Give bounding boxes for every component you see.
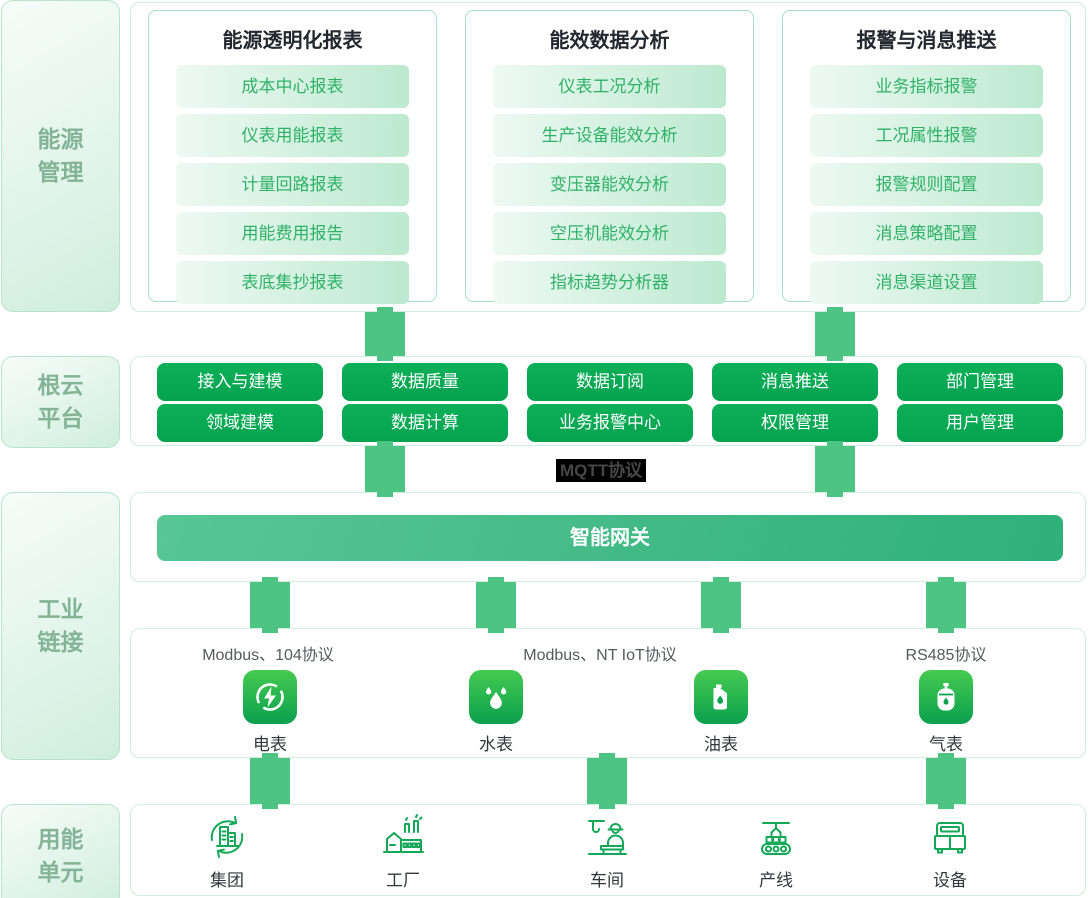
group-title: 能源透明化报表 — [222, 30, 363, 52]
sidebar-item-industrial-link: 工业 链接 — [1, 492, 120, 760]
protocol-label: Modbus、NT IoT协议 — [523, 647, 677, 664]
platform-service-button: 部门管理 — [897, 363, 1063, 401]
report-item: 生产设备能效分析 — [493, 114, 726, 157]
report-item: 计量回路报表 — [176, 163, 409, 206]
connector-bar — [476, 577, 516, 633]
meter-water: 水表 — [469, 670, 523, 755]
connector-bar — [250, 577, 290, 633]
report-item: 表底集抄报表 — [176, 261, 409, 304]
equipment-icon — [925, 812, 975, 862]
report-group-transparency: 能源透明化报表 成本中心报表 仪表用能报表 计量回路报表 用能费用报告 表底集抄… — [148, 10, 437, 304]
sidebar-label-line: 链接 — [37, 629, 84, 655]
report-item: 空压机能效分析 — [493, 212, 726, 255]
workshop-icon — [582, 812, 632, 862]
meter-label: 油表 — [704, 735, 738, 754]
unit-workshop: 车间 — [582, 812, 632, 891]
meter-gas: 气表 — [919, 670, 973, 755]
report-item: 工况属性报警 — [810, 114, 1043, 157]
unit-equipment: 设备 — [925, 812, 975, 891]
connector-bar — [815, 307, 855, 361]
sidebar-label-line: 能源 — [37, 126, 84, 152]
unit-label: 设备 — [933, 871, 967, 890]
sidebar-label-line: 工业 — [37, 596, 84, 622]
connector-bar — [365, 307, 405, 361]
connector-bar — [701, 577, 741, 633]
production-line-icon — [751, 812, 801, 862]
factory-icon — [378, 812, 428, 862]
connector-bar — [926, 753, 966, 809]
mqtt-protocol-tag: MQTT协议 — [556, 459, 647, 482]
connector-bar — [815, 441, 855, 497]
unit-label: 车间 — [590, 871, 624, 890]
report-group-alarm-push: 报警与消息推送 业务指标报警 工况属性报警 报警规则配置 消息策略配置 消息渠道… — [782, 10, 1071, 304]
report-group-analysis: 能效数据分析 仪表工况分析 生产设备能效分析 变压器能效分析 空压机能效分析 指… — [465, 10, 754, 304]
connector-bar — [365, 441, 405, 497]
report-item: 消息策略配置 — [810, 212, 1043, 255]
report-item: 仪表工况分析 — [493, 65, 726, 108]
connector-bar — [926, 577, 966, 633]
report-item: 指标趋势分析器 — [493, 261, 726, 304]
platform-service-button: 接入与建模 — [157, 363, 323, 401]
report-item: 报警规则配置 — [810, 163, 1043, 206]
meter-electric: 电表 — [243, 670, 297, 755]
platform-service-button: 数据计算 — [342, 404, 508, 442]
sidebar-label-line: 管理 — [37, 159, 84, 185]
report-item: 消息渠道设置 — [810, 261, 1043, 304]
protocol-label: RS485协议 — [905, 647, 987, 664]
report-item: 用能费用报告 — [176, 212, 409, 255]
platform-service-button: 数据质量 — [342, 363, 508, 401]
platform-service-button: 领域建模 — [157, 404, 323, 442]
platform-service-button: 业务报警中心 — [527, 404, 693, 442]
unit-group: 集团 — [202, 812, 252, 891]
group-title: 能效数据分析 — [549, 30, 670, 52]
group-title: 报警与消息推送 — [856, 30, 997, 52]
platform-service-button: 数据订阅 — [527, 363, 693, 401]
gas-meter-icon — [919, 670, 973, 724]
sidebar-label-line: 用能 — [37, 826, 84, 852]
unit-production-line: 产线 — [751, 812, 801, 891]
platform-service-button: 权限管理 — [712, 404, 878, 442]
smart-gateway-bar: 智能网关 — [157, 515, 1063, 561]
report-item: 成本中心报表 — [176, 65, 409, 108]
report-item: 业务指标报警 — [810, 65, 1043, 108]
sidebar-item-energy-units: 用能 单元 — [1, 804, 120, 898]
meter-oil: 油表 — [694, 670, 748, 755]
unit-label: 产线 — [759, 871, 793, 890]
oil-meter-icon — [694, 670, 748, 724]
sidebar-item-energy-management: 能源 管理 — [1, 0, 120, 312]
unit-factory: 工厂 — [378, 812, 428, 891]
electric-meter-icon — [243, 670, 297, 724]
unit-label: 工厂 — [386, 871, 420, 890]
water-meter-icon — [469, 670, 523, 724]
meter-label: 气表 — [929, 735, 963, 754]
connector-bar — [587, 753, 627, 809]
report-item: 仪表用能报表 — [176, 114, 409, 157]
report-item: 变压器能效分析 — [493, 163, 726, 206]
meter-label: 水表 — [479, 735, 513, 754]
platform-service-button: 用户管理 — [897, 404, 1063, 442]
connector-bar — [250, 753, 290, 809]
sidebar-label-line: 根云 — [37, 372, 84, 398]
sidebar-item-rootcloud-platform: 根云 平台 — [1, 356, 120, 448]
platform-service-button: 消息推送 — [712, 363, 878, 401]
protocol-label: Modbus、104协议 — [202, 647, 334, 664]
group-icon — [202, 812, 252, 862]
unit-label: 集团 — [210, 871, 244, 890]
sidebar-label-line: 单元 — [37, 859, 84, 885]
sidebar-label-line: 平台 — [37, 405, 84, 431]
meter-label: 电表 — [253, 735, 287, 754]
